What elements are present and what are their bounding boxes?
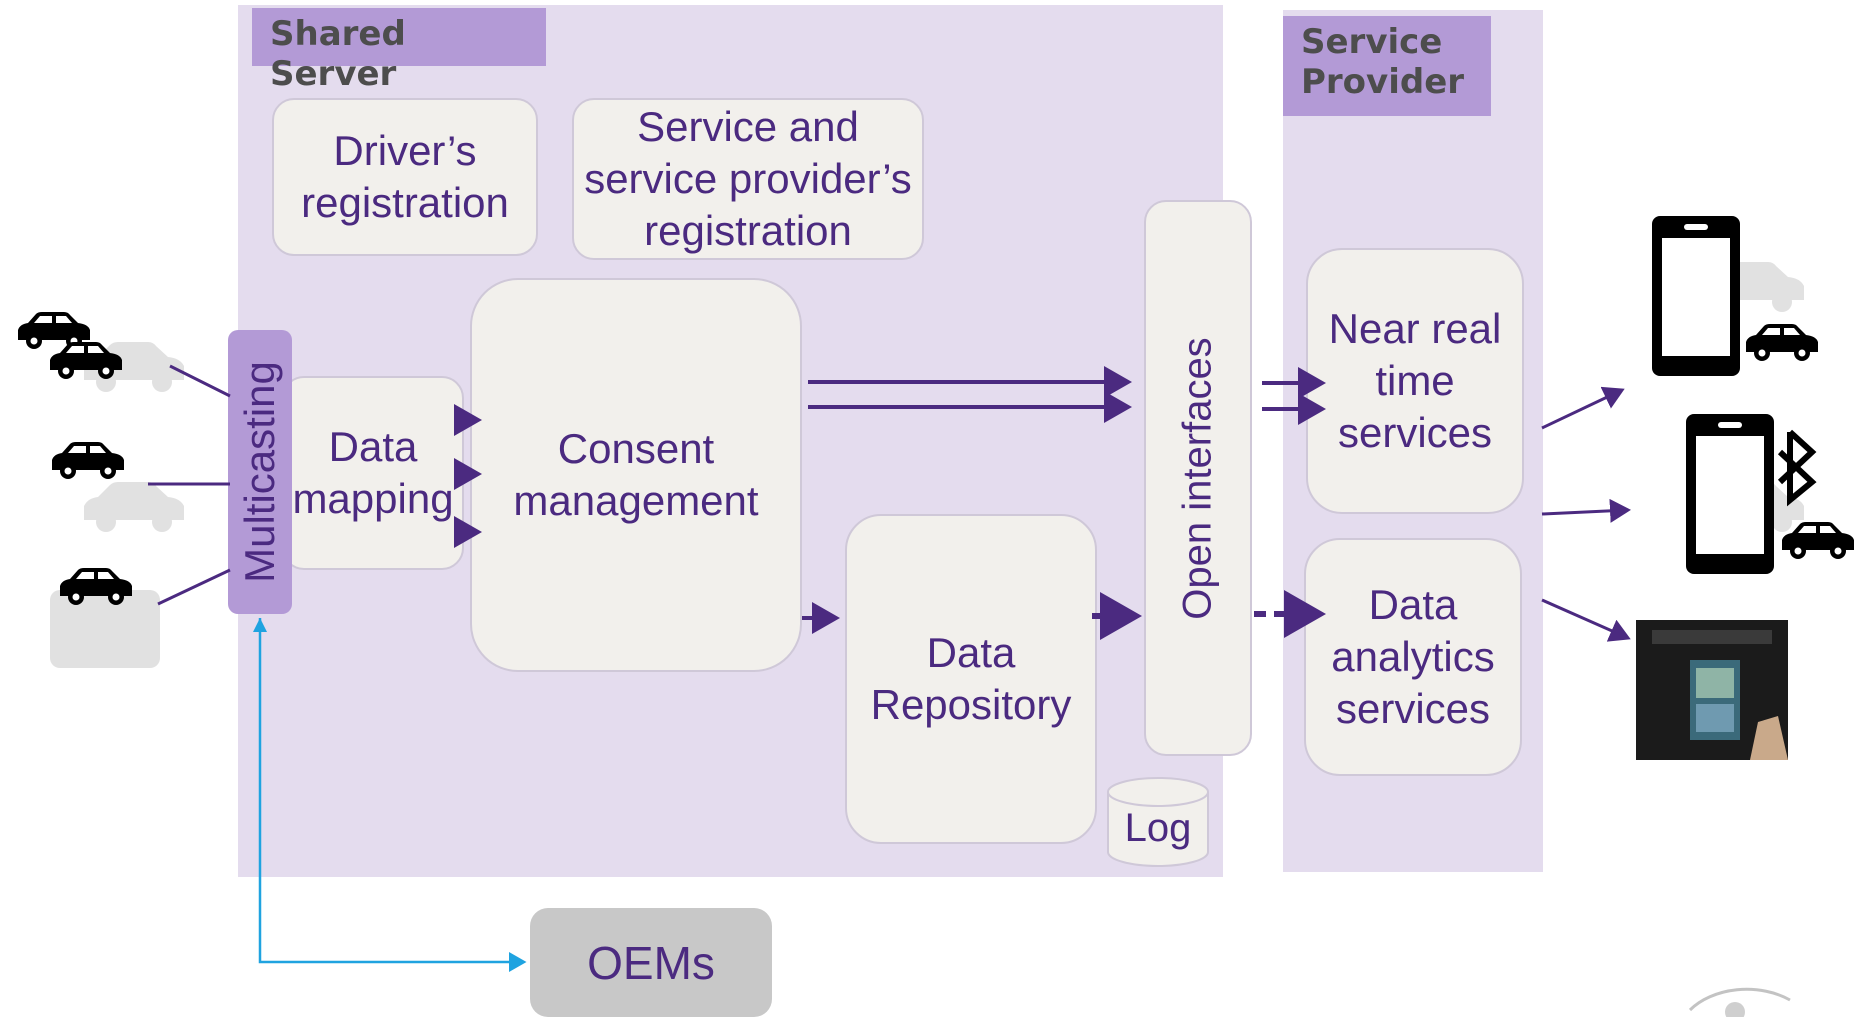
provider-to-screen-arrow — [1541, 598, 1631, 642]
data-repository-box: Data Repository — [845, 514, 1097, 844]
smartphone-icon — [1652, 216, 1740, 376]
consent-management-box: Consent management — [470, 278, 802, 672]
car-link-3 — [157, 568, 231, 606]
provider-to-phone-arrow — [1541, 386, 1625, 430]
bluetooth-icon — [1777, 429, 1817, 507]
oems-box: OEMs — [530, 908, 772, 1017]
car-icon — [52, 442, 124, 479]
smartphone-icon — [1686, 414, 1774, 574]
data-mapping-box: Data mapping — [282, 376, 464, 570]
drivers-registration-box: Driver’s registration — [272, 98, 538, 256]
car-icon — [1746, 324, 1818, 361]
infotainment-screen-icon — [1636, 620, 1788, 760]
multicasting-box: Multicasting — [228, 330, 292, 614]
service-provider-label: Service Provider — [1283, 16, 1491, 116]
ghost-vehicles — [50, 262, 1804, 668]
car-link-1 — [169, 364, 231, 398]
open-interfaces-box: Open interfaces — [1144, 200, 1252, 756]
log-label: Log — [1124, 806, 1192, 850]
log-cylinder — [1107, 777, 1209, 867]
shared-server-label: Shared Server — [252, 8, 546, 94]
car-icon — [1782, 522, 1854, 559]
university-logo — [1688, 987, 1791, 1017]
oem-link — [258, 618, 527, 972]
provider-to-phone-bt-arrow — [1541, 498, 1631, 523]
service-registration-box: Service and service provider’s registrat… — [572, 98, 924, 260]
near-real-time-services-box: Near real time services — [1306, 248, 1524, 514]
oem-link-arrowhead — [253, 618, 267, 632]
data-analytics-services-box: Data analytics services — [1304, 538, 1522, 776]
